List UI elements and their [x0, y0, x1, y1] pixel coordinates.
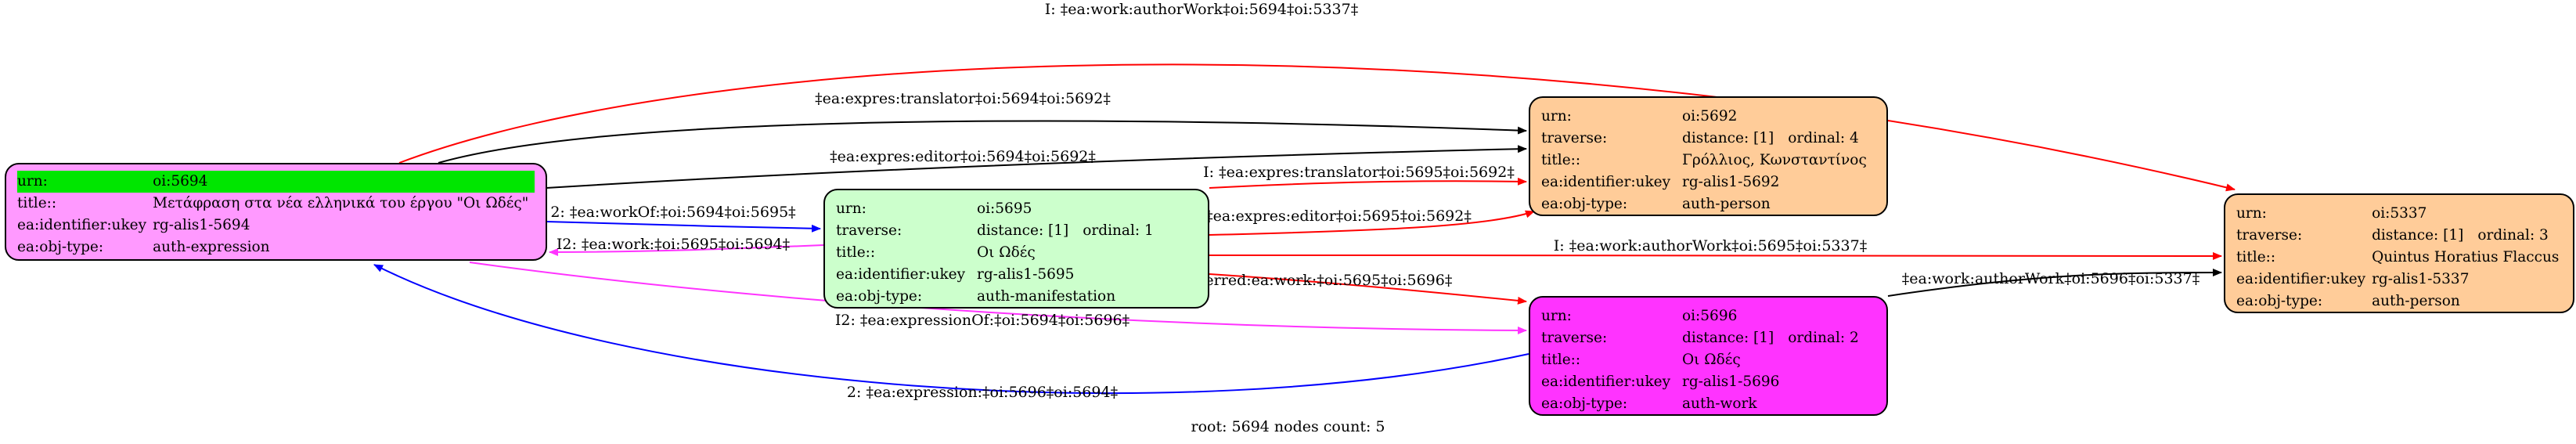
edge-label-e7: I: ‡ea:expres:editor‡oi:5695‡oi:5692‡ — [1190, 208, 1472, 225]
node-5692-urn-row: urn: oi:5692 — [1541, 108, 1738, 125]
node-5694-urn-row: urn: oi:5694 — [17, 171, 535, 193]
edge-label-e1: I: ‡ea:work:authorWork‡oi:5694‡oi:5337‡ — [1045, 1, 1358, 18]
node-5695-ukey-row: ea:identifier:ukey rg-alis1-5695 — [836, 266, 1075, 283]
node-5695-urn-row: urn: oi:5695 — [836, 200, 1032, 217]
edge-e1 — [398, 63, 2236, 192]
edge-label-e11: I2: ‡ea:expressionOf:‡oi:5694‡oi:5696‡ — [835, 312, 1129, 329]
node-5337-traverse-row: traverse: distance: [1]ordinal: 3 — [2236, 227, 2549, 244]
edge-e10 — [1887, 269, 2222, 297]
node-5695-type-row: ea:obj-type: auth-manifestation — [836, 288, 1116, 305]
edge-label-e9: I: ‡inferred:ea:work:‡oi:5695‡oi:5696‡ — [1162, 272, 1453, 289]
node-5692-type-row: ea:obj-type: auth-person — [1541, 196, 1771, 212]
node-5695-traverse-row: traverse: distance: [1]ordinal: 1 — [836, 222, 1154, 239]
node-5337-title-row: title:: Quintus Horatius Flaccus — [2236, 249, 2560, 265]
edge-e6 — [1209, 177, 1527, 189]
node-5694-ukey-row: ea:identifier:ukey rg-alis1-5694 — [17, 217, 250, 233]
node-5695[interactable]: urn: oi:5695 traverse: distance: [1]ordi… — [823, 189, 1209, 309]
edge-e7 — [1209, 210, 1535, 236]
edge-label-e5: I2: ‡ea:work:‡oi:5695‡oi:5694‡ — [557, 236, 790, 253]
edge-label-e10: ‡ea:work:authorWork‡oi:5696‡oi:5337‡ — [1902, 270, 2200, 287]
node-5694[interactable]: urn: oi:5694 title:: Μετάφραση στα νέα ε… — [5, 163, 547, 261]
edge-e4 — [546, 221, 821, 233]
edge-label-e3: ‡ea:expres:editor‡oi:5694‡oi:5692‡ — [830, 148, 1096, 165]
edge-e11 — [469, 262, 1527, 334]
edge-label-e2: ‡ea:expres:translator‡oi:5694‡oi:5692‡ — [815, 90, 1111, 107]
edge-e12 — [373, 264, 1529, 395]
edge-e3 — [546, 145, 1527, 189]
node-5337[interactable]: urn: oi:5337 traverse: distance: [1]ordi… — [2224, 193, 2574, 313]
edge-label-e8: I: ‡ea:work:authorWork‡oi:5695‡oi:5337‡ — [1554, 237, 1867, 254]
graph-footer: root: 5694 nodes count: 5 — [1191, 418, 1385, 435]
edge-e8 — [1209, 251, 2222, 260]
node-5337-urn-row: urn: oi:5337 — [2236, 205, 2427, 222]
node-5337-ukey-row: ea:identifier:ukey rg-alis1-5337 — [2236, 271, 2470, 287]
node-5696-ukey-row: ea:identifier:ukey rg-alis1-5696 — [1541, 374, 1780, 390]
node-5696-title-row: title:: Οι Ωδές — [1541, 352, 1741, 368]
node-5692-title-row: title:: Γρόλλιος, Κωνσταντίνος — [1541, 152, 1867, 168]
edge-e5 — [549, 244, 824, 256]
node-5695-title-row: title:: Οι Ωδές — [836, 244, 1036, 261]
node-5692[interactable]: urn: oi:5692 traverse: distance: [1]ordi… — [1529, 96, 1888, 216]
node-5692-traverse-row: traverse: distance: [1]ordinal: 4 — [1541, 130, 1859, 146]
node-5696-urn-row: urn: oi:5696 — [1541, 308, 1738, 324]
edge-e9 — [1209, 273, 1527, 305]
edge-label-e6: I: ‡ea:expres:translator‡oi:5695‡oi:5692… — [1203, 164, 1515, 181]
node-5696-type-row: ea:obj-type: auth-work — [1541, 395, 1757, 412]
node-5696-traverse-row: traverse: distance: [1]ordinal: 2 — [1541, 330, 1859, 346]
node-5694-type-row: ea:obj-type: auth-expression — [17, 239, 270, 255]
node-5694-title-row: title:: Μετάφραση στα νέα ελληνικά του έ… — [17, 195, 529, 211]
node-5696[interactable]: urn: oi:5696 traverse: distance: [1]ordi… — [1529, 296, 1888, 416]
node-5337-type-row: ea:obj-type: auth-person — [2236, 293, 2460, 309]
edge-e2 — [438, 120, 1527, 164]
edge-label-e12: 2: ‡ea:expression:‡oi:5696‡oi:5694‡ — [847, 384, 1118, 401]
node-5692-ukey-row: ea:identifier:ukey rg-alis1-5692 — [1541, 174, 1780, 190]
edge-label-e4: 2: ‡ea:workOf:‡oi:5694‡oi:5695‡ — [550, 204, 795, 221]
